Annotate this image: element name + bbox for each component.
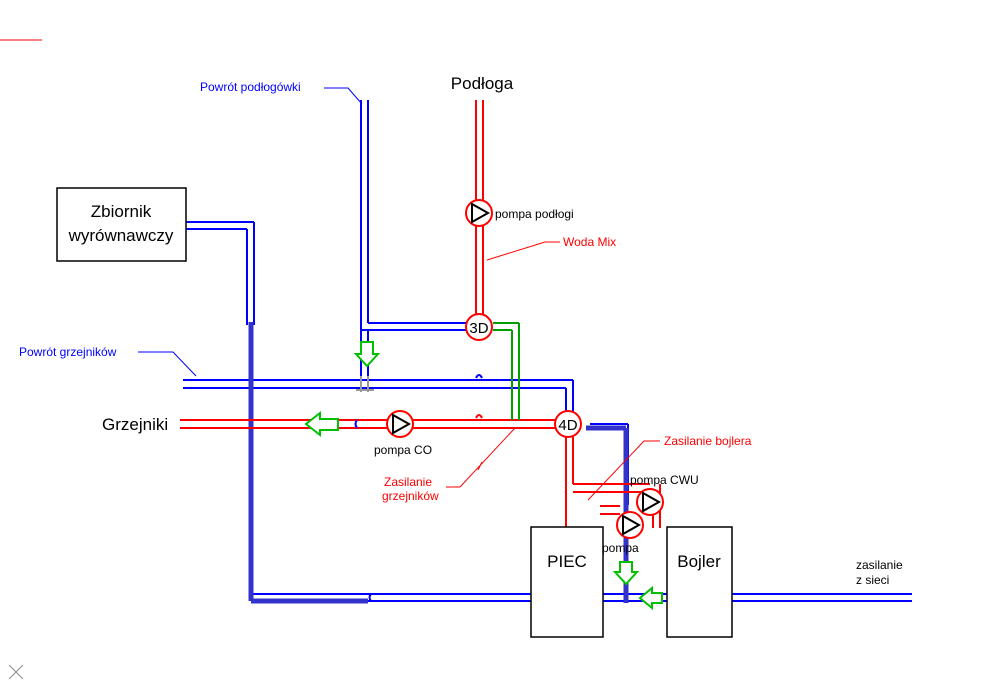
flow-arrow-icon [304,410,339,438]
flow-arrow-icon [612,561,640,586]
pump-icon [636,488,664,516]
floor-pump-label: pompa podłogi [495,207,574,221]
water-heater-box [666,526,733,638]
flow-arrow-icon [353,341,381,368]
expansion-tank-box [56,187,187,262]
furnace-label: PIEC [547,552,587,571]
pump-icon [465,199,493,227]
pump-label: pompa [602,541,639,555]
svg-text:3D: 3D [469,320,488,337]
expansion-tank-label-2: wyrównawczy [68,226,174,245]
expansion-tank-label-1: Zbiornik [91,202,152,221]
furnace-box [530,526,604,638]
pump-icon [616,511,644,539]
pump-icon [386,410,414,438]
radiator-return-label: Powrót grzejników [19,345,117,359]
floor-label: Podłoga [451,74,514,93]
radiator-supply-label-1: Zasilanie [384,475,432,489]
return-pipes [183,100,912,602]
svg-text:4D: 4D [558,417,577,434]
gray-tee [356,376,374,392]
mains-supply-label-1: zasilanie [856,558,903,572]
water-heater-supply-label: Zasilanie bojlera [664,434,752,448]
mains-supply-label-2: z sieci [856,573,889,587]
flow-arrow-icon [638,585,663,611]
floor-return-label: Powrót podłogówki [200,80,301,94]
cwu-pump-label: pompa CWU [630,473,699,487]
radiators-label: Grzejniki [102,415,168,434]
bypass-pipe [493,322,520,420]
water-heater-label: Bojler [677,552,721,571]
radiator-supply-label-2: grzejników [382,489,439,503]
close-icon[interactable] [8,664,24,680]
four-way-valve-icon: 4D [554,410,582,438]
three-way-valve-icon: 3D [465,313,493,341]
leader-lines [138,87,660,501]
co-pump-label: pompa CO [374,443,432,457]
mixed-water-label: Woda Mix [563,235,616,249]
